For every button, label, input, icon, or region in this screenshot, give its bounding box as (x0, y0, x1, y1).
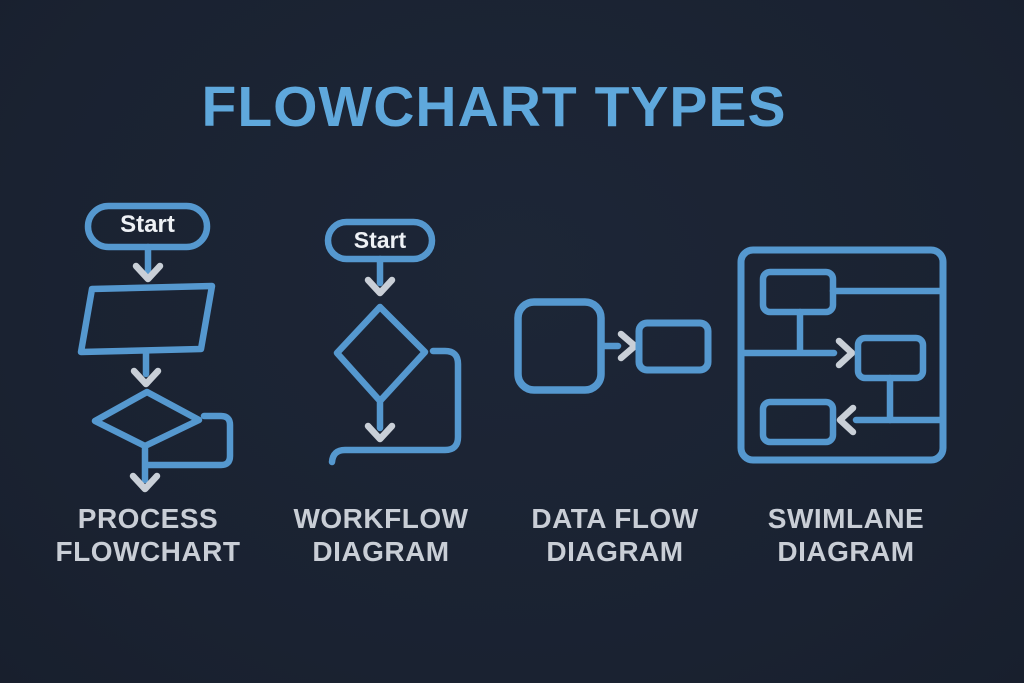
decision-diamond-shape (91, 388, 203, 450)
caption-line: WORKFLOW (293, 503, 469, 534)
arrow-left-icon (836, 404, 857, 436)
data-rectangle-shape (635, 319, 712, 374)
caption-line: DIAGRAM (312, 536, 450, 567)
data-flow-diagram-drawing (514, 298, 712, 394)
process-parallelogram-shape (77, 282, 216, 356)
caption-line: DIAGRAM (546, 536, 684, 567)
loop-connector (328, 347, 462, 466)
process-flowchart-drawing (77, 202, 234, 493)
start-label: Start (353, 227, 407, 253)
caption-line: FLOWCHART (55, 536, 241, 567)
caption-process-flowchart: PROCESS FLOWCHART (56, 502, 241, 568)
caption-workflow-diagram: WORKFLOW DIAGRAM (293, 502, 468, 568)
rounded-square-process-shape (514, 298, 605, 394)
task-rectangle-top (759, 268, 837, 316)
arrow-down-icon (132, 262, 164, 283)
swimlane-diagram-drawing (737, 246, 947, 464)
task-rectangle-middle (854, 334, 927, 382)
arrow-down-icon (364, 276, 396, 297)
arrow-down-icon (130, 367, 162, 388)
task-rectangle-bottom (759, 398, 837, 446)
caption-line: SWIMLANE (767, 503, 925, 534)
arrow-down-icon (129, 472, 161, 493)
caption-data-flow-diagram: DATA FLOW DIAGRAM (531, 502, 698, 568)
decision-diamond-shape (333, 303, 429, 405)
caption-swimlane-diagram: SWIMLANE DIAGRAM (768, 502, 924, 568)
arrow-down-icon (364, 422, 396, 443)
arrow-right-icon (617, 330, 639, 362)
loop-connector (143, 412, 234, 469)
workflow-diagram-drawing (324, 218, 462, 466)
caption-line: DATA FLOW (531, 503, 699, 534)
arrow-right-icon (835, 337, 856, 369)
caption-line: PROCESS (77, 503, 219, 534)
page-title: FLOWCHART TYPES (201, 75, 787, 139)
start-label: Start (120, 211, 175, 238)
swimlane-container-shape (737, 246, 947, 464)
caption-line: DIAGRAM (777, 536, 915, 567)
